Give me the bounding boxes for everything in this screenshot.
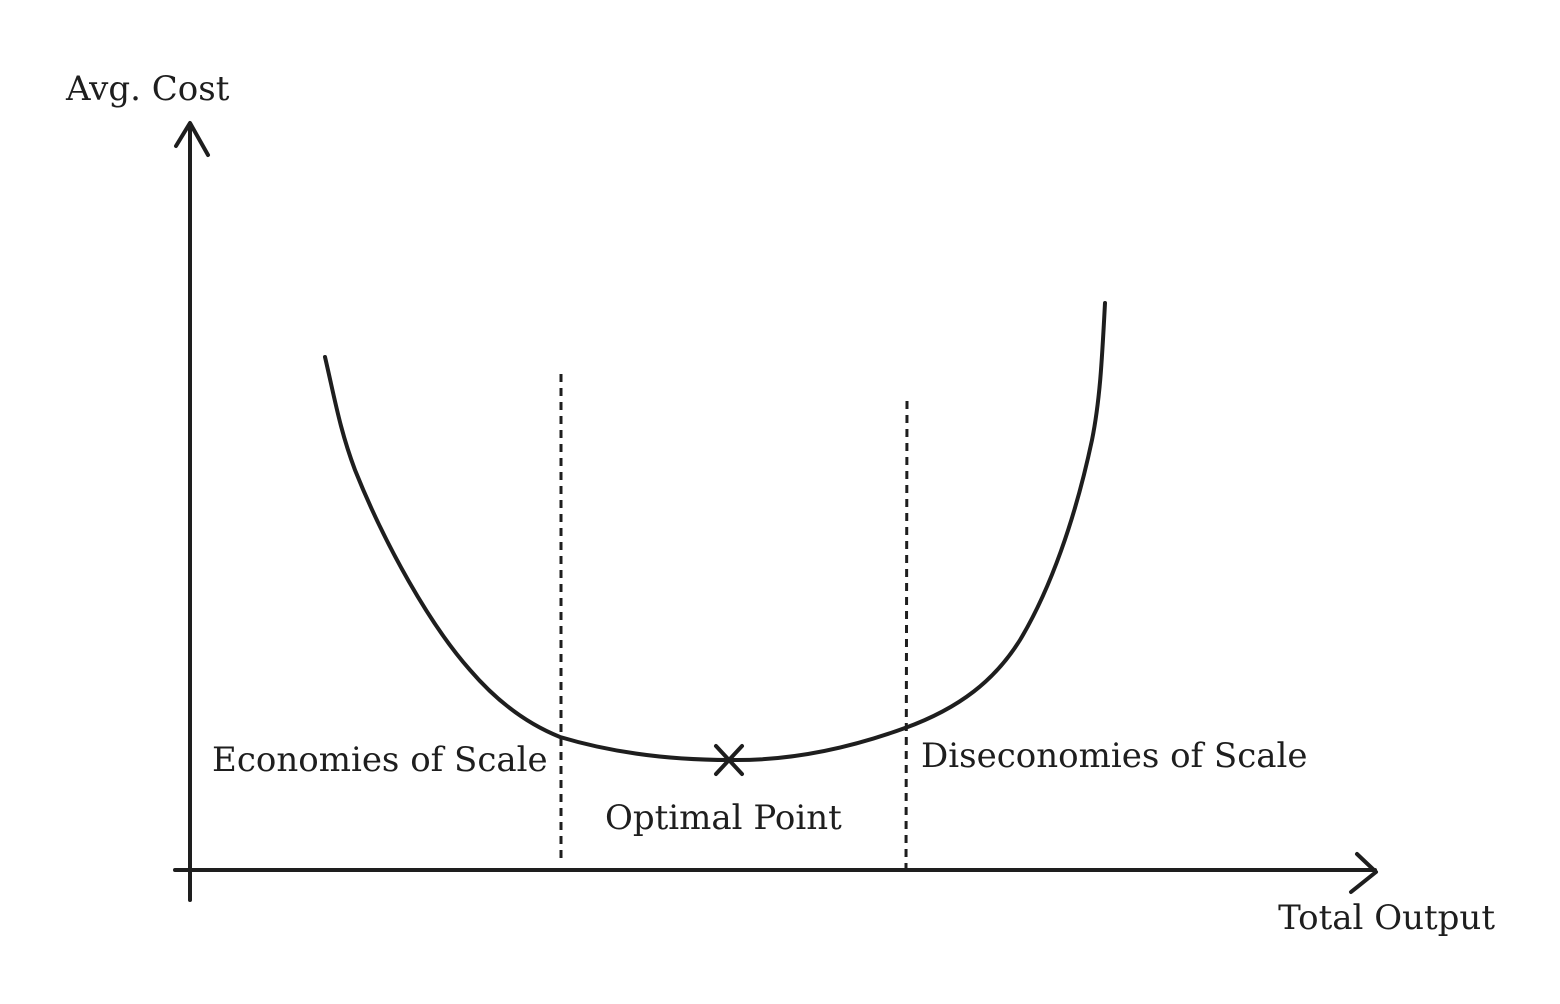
optimal-point-label: Optimal Point (605, 798, 842, 838)
x-axis (173, 852, 1378, 894)
average-cost-curve (323, 301, 1107, 763)
x-axis-label: Total Output (1278, 898, 1495, 938)
optimal-point-marker (714, 744, 744, 776)
y-axis (174, 121, 210, 902)
x-axis-arrowhead (1349, 852, 1378, 894)
y-axis-arrowhead (174, 121, 210, 157)
diseconomies-of-scale-label: Diseconomies of Scale (921, 736, 1308, 776)
y-axis-label: Avg. Cost (65, 69, 230, 109)
right-region-divider (904, 400, 909, 869)
economies-of-scale-label: Economies of Scale (212, 740, 548, 780)
